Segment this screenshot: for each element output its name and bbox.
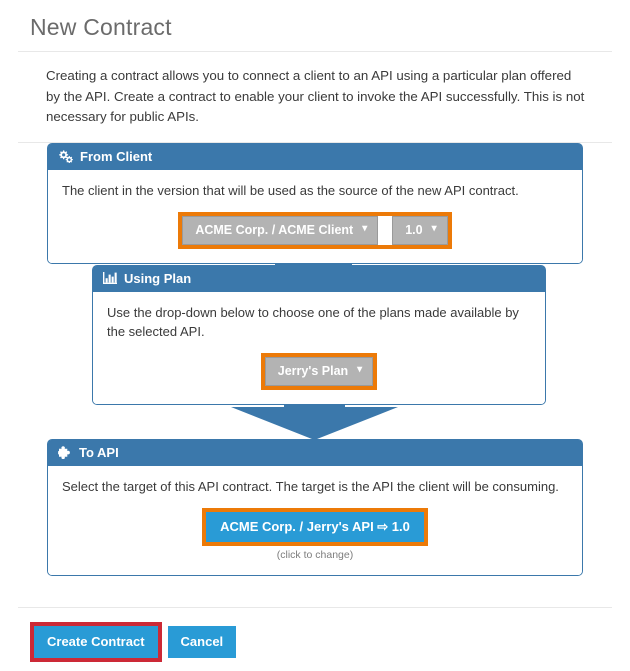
header-divider [18, 51, 612, 52]
client-version-select[interactable]: 1.0 ▾ [392, 215, 448, 246]
panel-using-plan-title: Using Plan [124, 270, 192, 286]
select-gap [378, 225, 393, 236]
plan-select-value: Jerry's Plan [277, 363, 349, 378]
cogs-icon [58, 150, 73, 163]
client-version-value: 1.0 [405, 222, 423, 237]
panel-using-plan-header: Using Plan [93, 265, 545, 292]
panel-to-api-header: To API [48, 439, 582, 466]
panel-to-api-body: Select the target of this API contract. … [48, 465, 582, 576]
form-footer: Create Contract Cancel [18, 593, 612, 663]
panel-from-client-body: The client in the version that will be u… [48, 169, 582, 264]
create-contract-highlight: Create Contract [30, 621, 162, 663]
using-plan-description: Use the drop-down below to choose one of… [107, 304, 519, 339]
create-contract-button[interactable]: Create Contract [34, 625, 158, 659]
intro-paragraph: Creating a contract allows you to connec… [46, 68, 585, 125]
footer-divider [18, 606, 612, 608]
chevron-down-icon: ▾ [357, 364, 363, 376]
to-api-hint: (click to change) [276, 549, 354, 562]
panel-to-api: To API Select the target of this API con… [47, 438, 583, 577]
from-client-highlight: ACME Corp. / ACME Client ▾ 1.0 ▾ [178, 211, 452, 250]
bar-chart-icon [103, 272, 117, 285]
intro-divider [18, 141, 612, 143]
panel-from-client: From Client The client in the version th… [47, 142, 583, 265]
panel-from-client-header: From Client [48, 143, 582, 170]
contract-wizard: From Client The client in the version th… [18, 142, 612, 593]
to-api-controls: ACME Corp. / Jerry's API ⇨ 1.0 [62, 507, 568, 547]
footer-button-row: Create Contract Cancel [18, 621, 612, 663]
panel-from-client-title: From Client [80, 148, 153, 164]
from-client-controls: ACME Corp. / ACME Client ▾ 1.0 ▾ [62, 211, 568, 250]
chevron-down-icon: ▾ [362, 223, 368, 235]
page-title: New Contract [30, 14, 172, 40]
panel-to-api-title: To API [79, 444, 119, 460]
using-plan-controls: Jerry's Plan ▾ [107, 352, 531, 391]
to-api-highlight: ACME Corp. / Jerry's API ⇨ 1.0 [202, 507, 428, 547]
arrow-down-icon [231, 380, 398, 440]
connector-arrow-down [222, 380, 407, 441]
client-select[interactable]: ACME Corp. / ACME Client ▾ [182, 215, 379, 246]
plan-select[interactable]: Jerry's Plan ▾ [264, 356, 374, 387]
panel-using-plan-body: Use the drop-down below to choose one of… [93, 291, 545, 405]
api-target-button[interactable]: ACME Corp. / Jerry's API ⇨ 1.0 [206, 511, 424, 543]
cancel-button[interactable]: Cancel [167, 625, 237, 659]
chevron-down-icon: ▾ [431, 223, 437, 235]
client-select-value: ACME Corp. / ACME Client [195, 222, 354, 237]
using-plan-highlight: Jerry's Plan ▾ [260, 352, 378, 391]
puzzle-piece-icon [58, 446, 72, 459]
panel-using-plan: Using Plan Use the drop-down below to ch… [92, 264, 546, 406]
from-client-description: The client in the version that will be u… [62, 182, 519, 198]
to-api-description: Select the target of this API contract. … [62, 478, 559, 494]
